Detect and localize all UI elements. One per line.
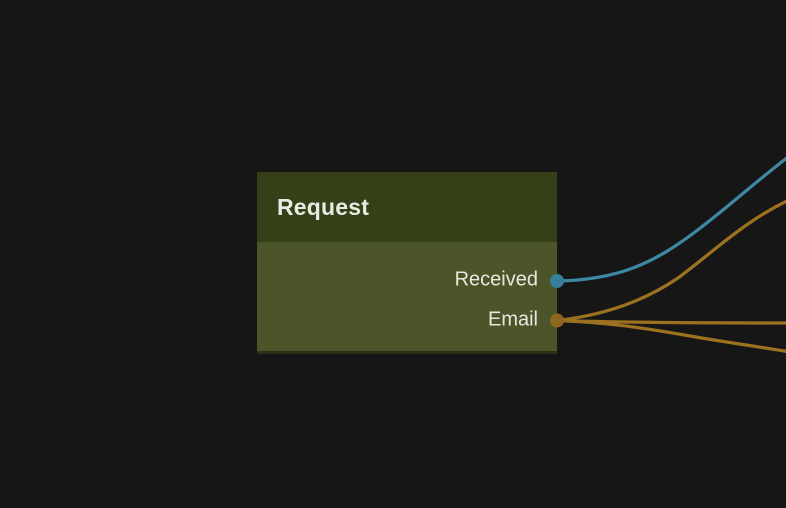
wire-received-out[interactable]	[555, 148, 786, 283]
node-title: Request	[277, 193, 370, 220]
wire-email-out-down[interactable]	[555, 318, 786, 355]
node-request-body: Received Email	[257, 242, 557, 354]
output-label-received: Received	[454, 268, 538, 291]
output-label-email: Email	[487, 308, 538, 330]
wire-email-out-mid[interactable]	[555, 318, 786, 325]
wire-email-out-up[interactable]	[555, 195, 786, 323]
node-request-header[interactable]: Request	[257, 172, 557, 242]
node-request[interactable]: Request Received Email	[257, 172, 557, 354]
